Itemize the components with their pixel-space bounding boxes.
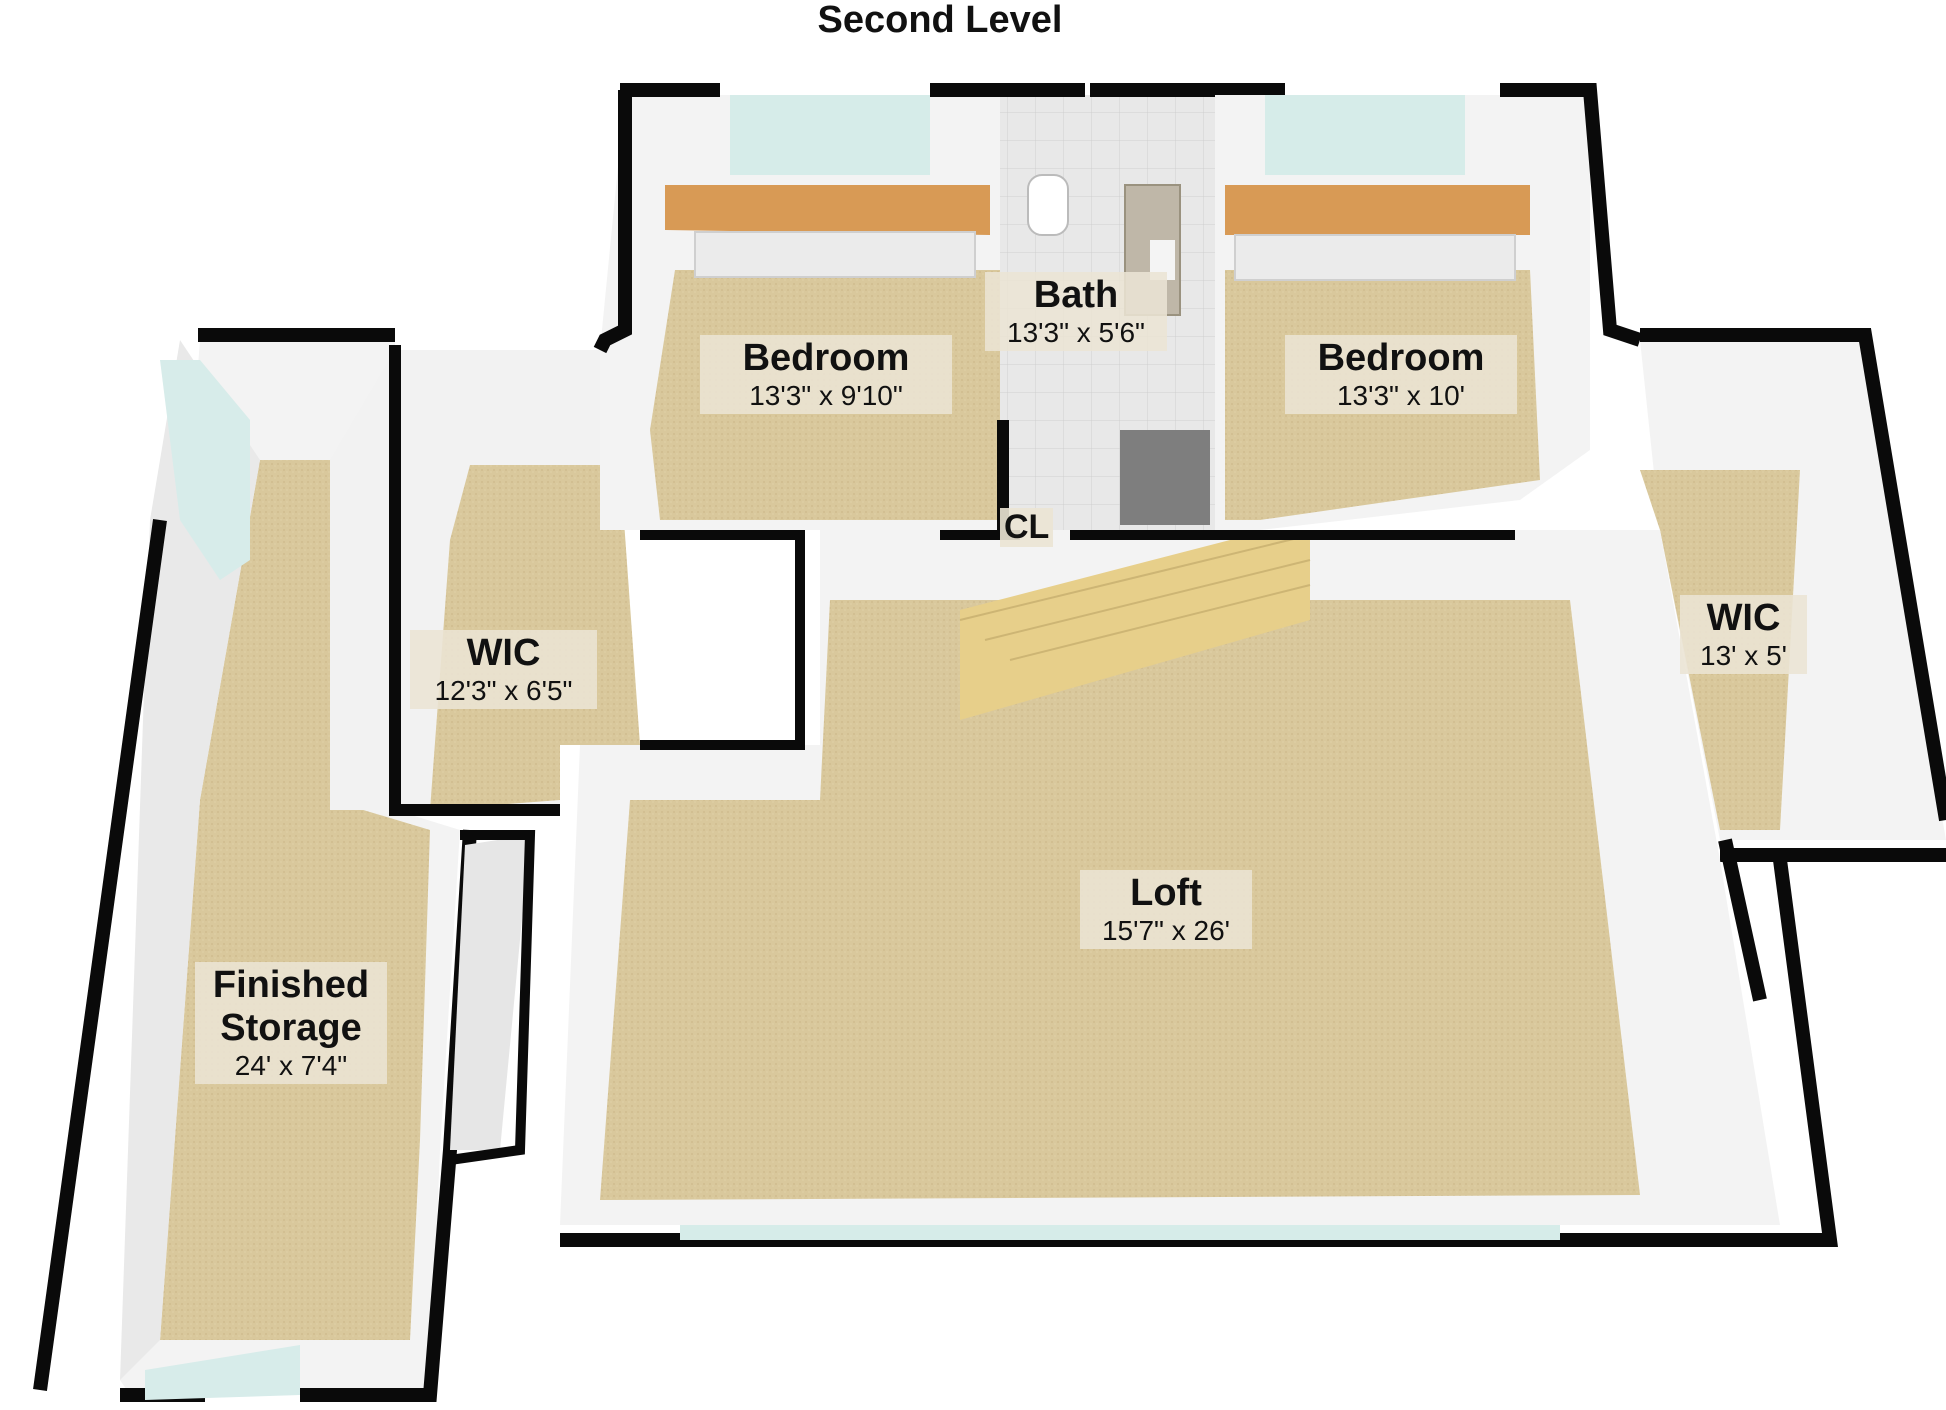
room-label-bedroom-right: Bedroom 13'3" x 10' (1285, 335, 1517, 414)
room-label-wic-left: WIC 12'3" x 6'5" (410, 630, 597, 709)
room-size: 13'3" x 5'6" (1007, 317, 1145, 348)
bedroom-right-closet-shelf (1225, 185, 1530, 235)
room-label-loft: Loft 15'7" x 26' (1080, 870, 1252, 949)
plan-title: Second Level (817, 0, 1063, 41)
bedroom-left-room (593, 83, 1000, 530)
stairs (960, 530, 1310, 720)
interior-walls (449, 530, 1515, 1165)
room-name: Bedroom (1317, 337, 1485, 379)
loft-window (680, 1225, 1560, 1240)
storage-window (160, 360, 250, 580)
room-size: 13'3" x 9'10" (749, 380, 903, 411)
bedroom-right-room (1215, 83, 1643, 530)
room-name: Loft (1130, 872, 1202, 914)
room-label-bedroom-left: Bedroom 13'3" x 9'10" (700, 335, 952, 414)
room-size: 13' x 5' (1700, 640, 1787, 671)
bedroom-left-window (730, 95, 930, 175)
room-name: WIC (466, 632, 541, 674)
room-label-bath: Bath 13'3" x 5'6" (985, 272, 1167, 351)
room-size: 13'3" x 10' (1336, 380, 1466, 411)
room-name: Bath (1033, 274, 1119, 316)
room-size: 24' x 7'4" (234, 1050, 348, 1081)
wic-left-room (330, 345, 640, 816)
toilet-icon (1027, 174, 1069, 236)
room-name: Bedroom (742, 337, 910, 379)
room-size: 12'3" x 6'5" (434, 675, 573, 706)
room-size: 15'7" x 26' (1101, 915, 1231, 946)
bedroom-left-closet-shelf (665, 185, 990, 235)
bedroom-right-window (1265, 95, 1465, 175)
room-name: WIC (1706, 597, 1781, 639)
room-label-wic-right: WIC 13' x 5' (1680, 595, 1807, 674)
shower-icon (1120, 430, 1210, 525)
closet-label: CL (1000, 508, 1054, 547)
storage-door-window (145, 1345, 300, 1400)
